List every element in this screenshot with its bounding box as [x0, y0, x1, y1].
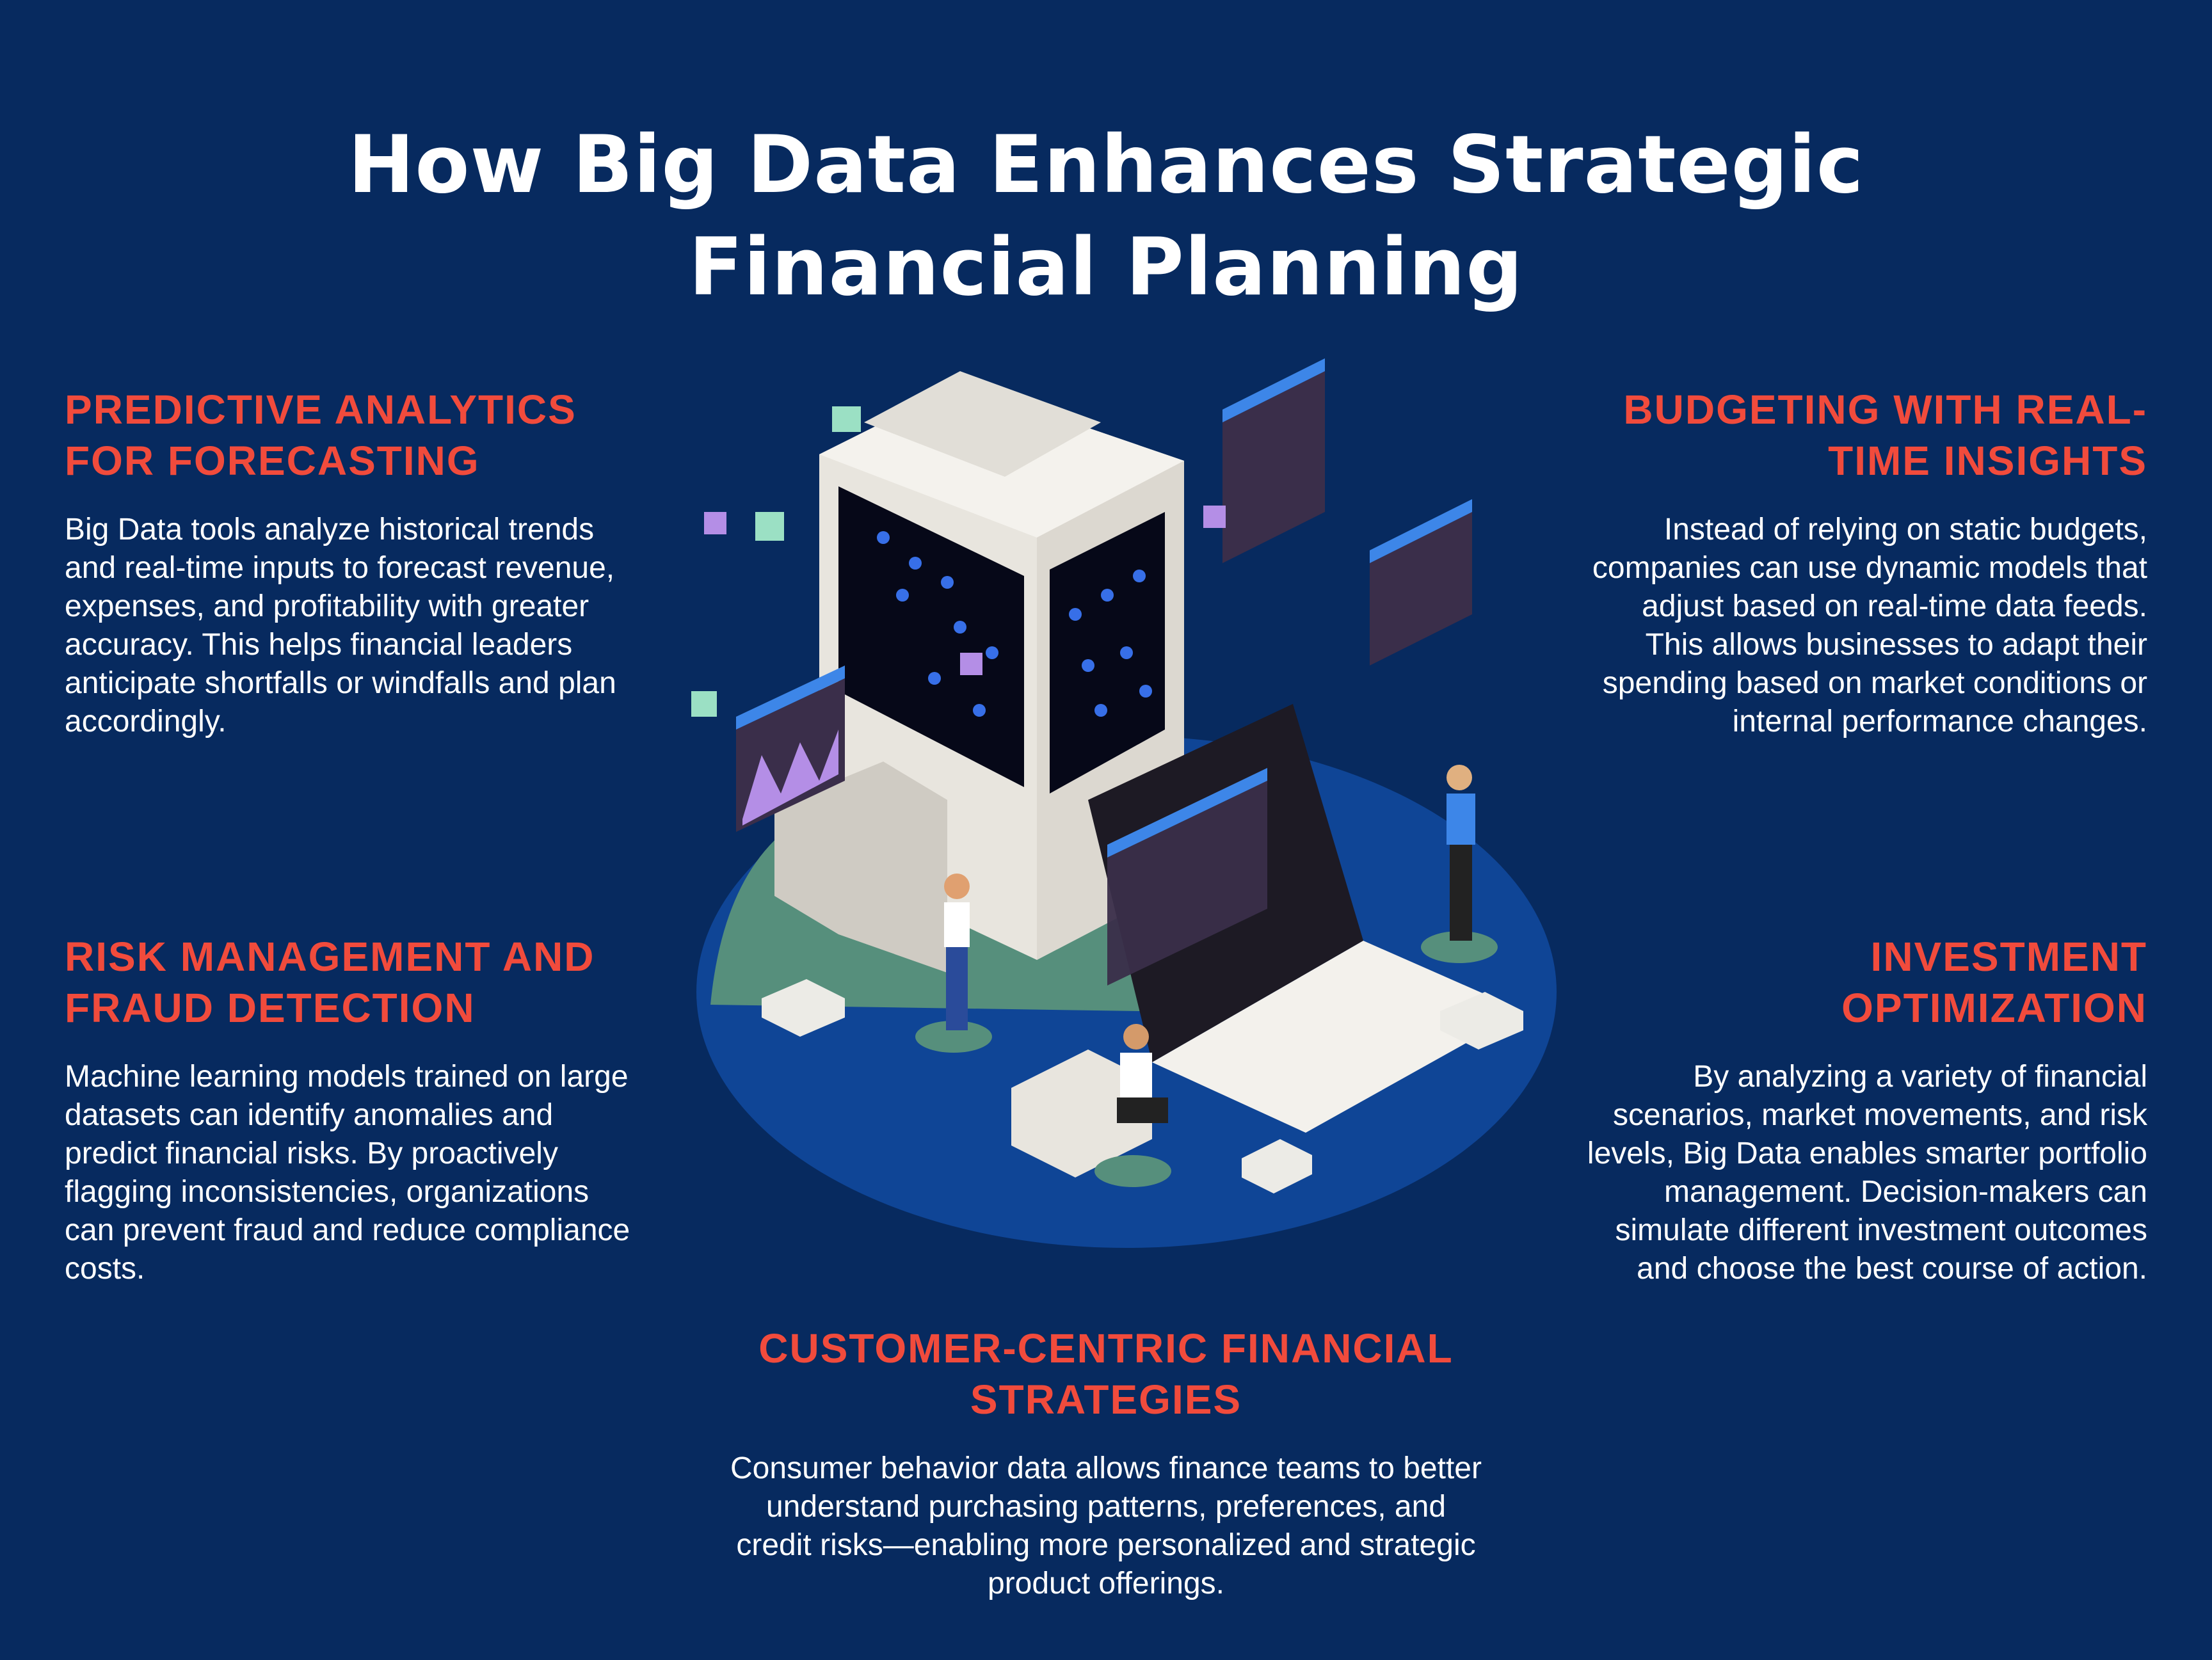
data-center-illustration-icon	[691, 358, 1557, 1248]
section-body: Consumer behavior data allows finance te…	[730, 1451, 1482, 1600]
section-body: Machine learning models trained on large…	[65, 1060, 630, 1286]
title-line-1: How Big Data Enhances Strategic	[348, 119, 1864, 212]
page-title: How Big Data Enhances Strategic Financia…	[0, 114, 2212, 319]
section-heading: BUDGETING WITH REAL-TIME INSIGHTS	[1623, 387, 2147, 484]
section-body: Big Data tools analyze historical trends…	[65, 513, 616, 738]
title-line-2: Financial Planning	[689, 221, 1523, 314]
section-body: Instead of relying on static budgets, co…	[1592, 513, 2147, 738]
section-budgeting: BUDGETING WITH REAL-TIME INSIGHTS Instea…	[1584, 384, 2147, 741]
section-body: By analyzing a variety of financial scen…	[1587, 1060, 2147, 1286]
